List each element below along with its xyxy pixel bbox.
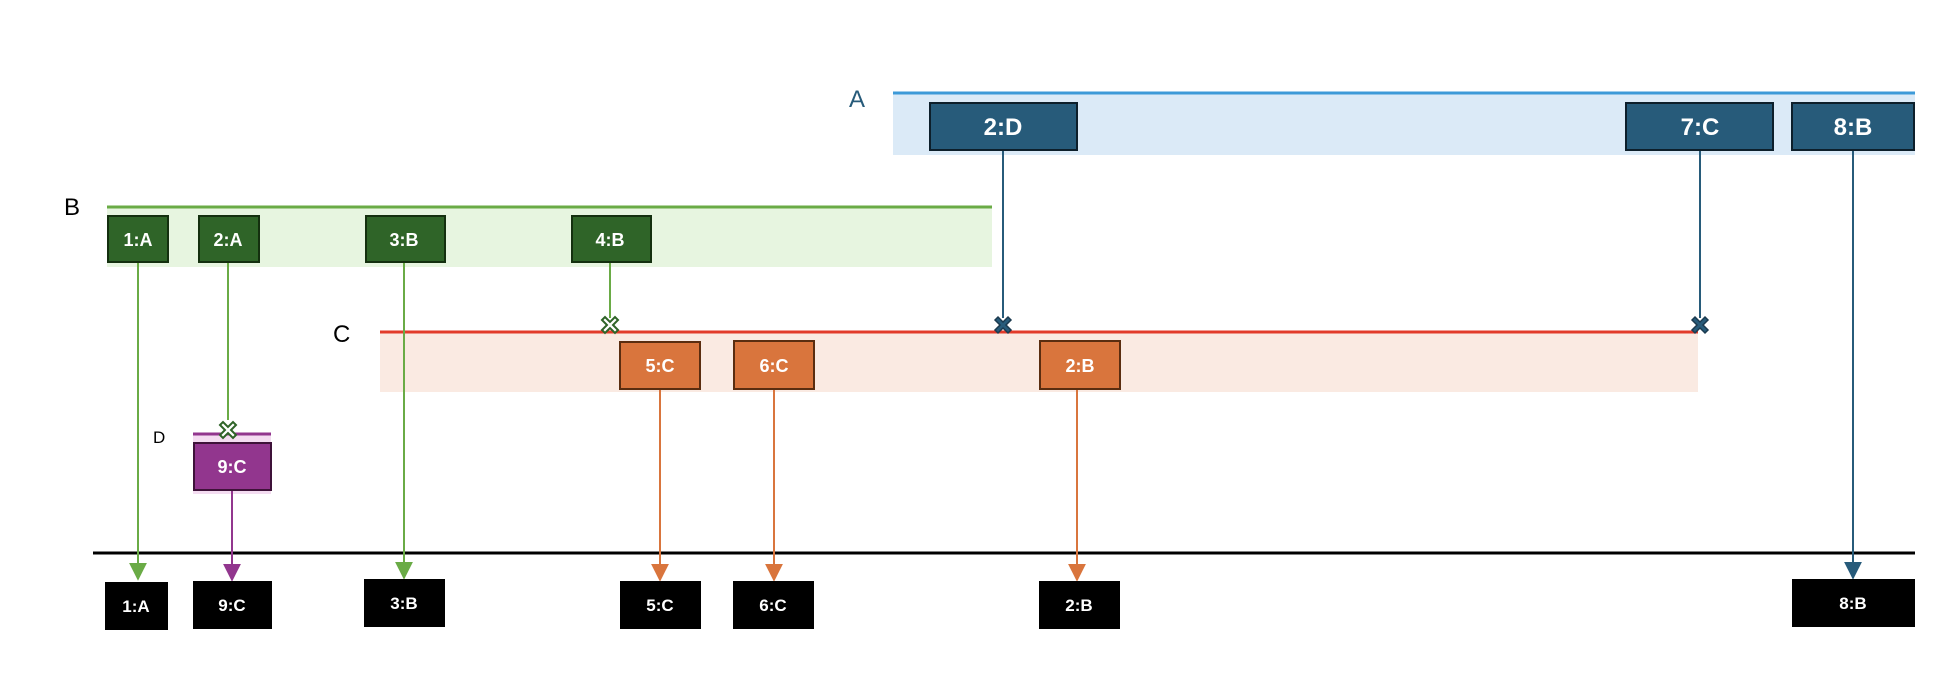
output-8b[interactable]: 8:B [1792, 579, 1915, 627]
output-label: 2:B [1065, 596, 1092, 615]
block-b-3b[interactable]: 3:B [365, 215, 446, 263]
x-mark-icon [993, 315, 1013, 335]
group-label-a: A [849, 86, 865, 113]
output-1a[interactable]: 1:A [105, 582, 168, 630]
x-mark-icon [218, 420, 238, 440]
group-label-c: C [333, 321, 350, 348]
block-label: 1:A [123, 230, 152, 250]
block-d-9c[interactable]: 9:C [193, 442, 272, 491]
group-label-b: B [64, 194, 80, 221]
block-c-5c[interactable]: 5:C [619, 341, 701, 390]
block-label: 3:B [389, 230, 418, 250]
block-label: 7:C [1681, 114, 1720, 141]
output-9c[interactable]: 9:C [193, 581, 272, 629]
output-label: 1:A [122, 597, 149, 616]
x-mark-icon [1690, 315, 1710, 335]
block-c-2b[interactable]: 2:B [1039, 340, 1121, 390]
x-mark-icon [600, 315, 620, 335]
block-label: 2:B [1065, 356, 1094, 376]
output-3b[interactable]: 3:B [364, 579, 445, 627]
block-label: 8:B [1834, 114, 1873, 141]
block-a-2d[interactable]: 2:D [929, 102, 1078, 151]
output-label: 3:B [390, 594, 417, 613]
output-5c[interactable]: 5:C [620, 581, 701, 629]
output-label: 9:C [218, 596, 245, 615]
block-b-4b[interactable]: 4:B [571, 215, 652, 263]
block-b-2a[interactable]: 2:A [198, 215, 260, 263]
block-a-7c[interactable]: 7:C [1625, 102, 1774, 151]
block-label: 6:C [759, 356, 788, 376]
block-b-1a[interactable]: 1:A [107, 215, 169, 263]
output-2b[interactable]: 2:B [1039, 581, 1120, 629]
block-label: 2:D [984, 114, 1023, 141]
block-c-6c[interactable]: 6:C [733, 340, 815, 390]
output-label: 6:C [759, 596, 786, 615]
group-label-d: D [153, 428, 165, 447]
output-label: 5:C [646, 596, 673, 615]
block-label: 5:C [645, 356, 674, 376]
block-label: 2:A [213, 230, 242, 250]
block-a-8b[interactable]: 8:B [1791, 102, 1915, 151]
output-6c[interactable]: 6:C [733, 581, 814, 629]
output-label: 8:B [1839, 594, 1866, 613]
block-label: 9:C [217, 457, 246, 477]
block-label: 4:B [595, 230, 624, 250]
